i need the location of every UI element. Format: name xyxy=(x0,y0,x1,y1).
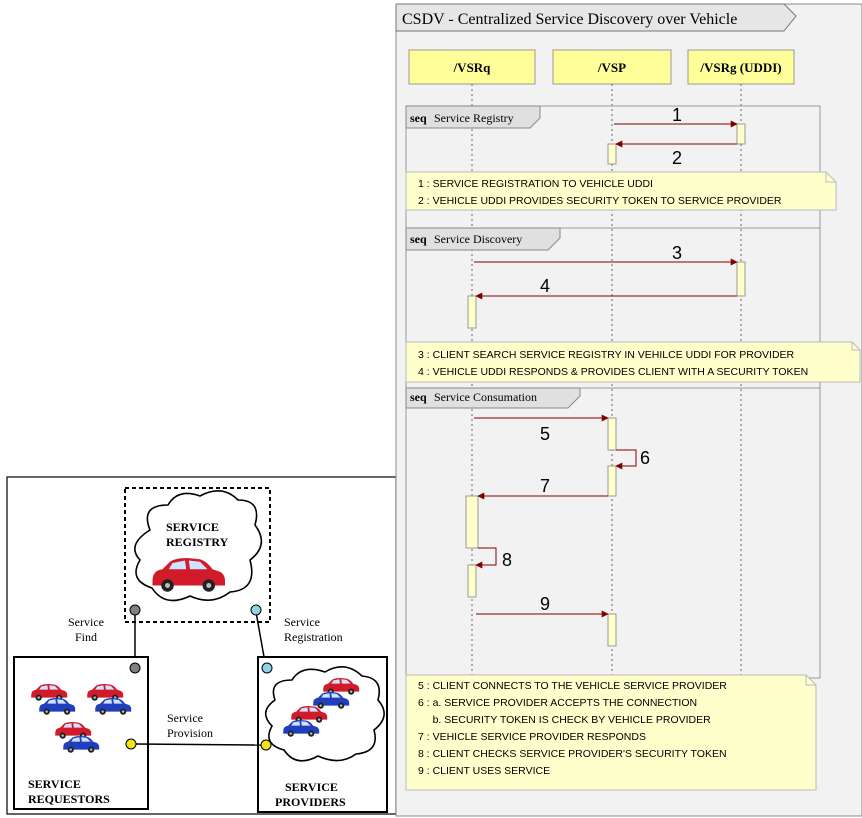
service-find-label-line1: Service xyxy=(68,615,104,629)
note-registry-corner xyxy=(825,172,836,183)
note-registry-line2: 2 : VEHICLE UDDI PROVIDES SECURITY TOKEN… xyxy=(418,195,782,207)
message-number-1: 1 xyxy=(672,105,682,125)
note-registry-line1: 1 : SERVICE REGISTRATION TO VEHICLE UDDI xyxy=(418,178,653,190)
note-discovery xyxy=(405,341,861,383)
sequence-frame-tab xyxy=(395,3,797,32)
lifeline-head-vsp xyxy=(552,49,672,85)
activation-vsrq-7 xyxy=(465,495,479,549)
fragment-keyword-registry: seq xyxy=(410,111,427,125)
note-consumation-line1: 5 : CLIENT CONNECTS TO THE VEHICLE SERVI… xyxy=(418,680,727,692)
message-number-9: 9 xyxy=(540,594,550,614)
note-consumation-line2: 6 : a. SERVICE PROVIDER ACCEPTS THE CONN… xyxy=(418,697,697,709)
service-registration-label-line1: Service xyxy=(284,615,320,629)
service-provision-label-line2: Provision xyxy=(167,726,213,740)
note-discovery-corner xyxy=(851,342,860,351)
message-number-2: 2 xyxy=(672,148,682,168)
requestors-label-line1: SERVICE xyxy=(28,777,81,791)
note-consumation-line3: b. SECURITY TOKEN IS CHECK BY VEHICLE PR… xyxy=(418,714,711,726)
activation-vsp-6 xyxy=(607,465,617,497)
service-provision-label-line1: Service xyxy=(167,711,203,725)
activation-vsrq-4 xyxy=(467,295,477,329)
activation-vsrq-8 xyxy=(467,564,477,598)
fragment-keyword-discovery: seq xyxy=(410,232,427,246)
service-registration-label-line2: Registration xyxy=(284,630,343,644)
message-number-6: 6 xyxy=(640,448,650,468)
activation-vsp-2 xyxy=(607,143,617,165)
message-number-3: 3 xyxy=(672,243,682,263)
lifeline-head-vsrq xyxy=(408,49,536,85)
lifeline-label-vsp: /VSP xyxy=(597,60,626,75)
message-arrow-8 xyxy=(475,547,497,569)
registry-label-line1: SERVICE xyxy=(166,520,219,534)
registry-dashed-box xyxy=(124,487,271,623)
activation-vsrg-1 xyxy=(736,123,746,145)
requestors-provision-connector xyxy=(125,738,137,750)
registry-registration-connector xyxy=(250,604,262,616)
fragment-tab-discovery xyxy=(405,227,561,251)
sequence-frame-title: CSDV - Centralized Service Discovery ove… xyxy=(402,11,737,28)
fragment-keyword-consumation: seq xyxy=(410,390,427,404)
lifeline-label-vsrg: /VSRg (UDDI) xyxy=(699,60,781,75)
activation-vsrg-3 xyxy=(736,261,746,297)
providers-registration-connector xyxy=(261,662,273,674)
lifeline-label-vsrq: /VSRq xyxy=(453,60,492,75)
requestors-find-connector xyxy=(129,662,141,674)
activation-vsp-9 xyxy=(607,613,617,647)
message-number-4: 4 xyxy=(540,276,550,296)
note-consumation-line5: 8 : CLIENT CHECKS SERVICE PROVIDER'S SEC… xyxy=(418,748,727,760)
fragment-tab-consumation xyxy=(405,387,581,409)
note-consumation-line4: 7 : VEHICLE SERVICE PROVIDER RESPONDS xyxy=(418,731,646,743)
soa-diagram: SERVICE REGISTRY Service Find Service Re… xyxy=(6,476,397,815)
lifeline-head-vsrg xyxy=(687,49,795,85)
fragment-name-registry: Service Registry xyxy=(434,111,514,125)
activation-vsp-5 xyxy=(607,417,617,451)
note-consumation xyxy=(405,674,817,791)
providers-label-line2: PROVIDERS xyxy=(275,795,346,809)
fragment-name-consumation: Service Consumation xyxy=(434,390,537,404)
note-consumation-corner xyxy=(805,675,816,686)
service-provision-line xyxy=(135,743,262,746)
requestors-label-line2: REQUESTORS xyxy=(28,792,110,806)
sequence-diagram: CSDV - Centralized Service Discovery ove… xyxy=(395,3,862,817)
registry-label-line2: REGISTRY xyxy=(166,535,229,549)
note-registry xyxy=(405,171,837,211)
service-find-label-line2: Find xyxy=(75,630,97,644)
note-consumation-line6: 9 : CLIENT USES SERVICE xyxy=(418,765,550,777)
message-arrow-6 xyxy=(615,449,637,470)
message-number-5: 5 xyxy=(540,424,550,444)
note-discovery-line1: 3 : CLIENT SEARCH SERVICE REGISTRY IN VE… xyxy=(418,349,795,361)
registry-find-connector xyxy=(129,604,141,616)
message-number-8: 8 xyxy=(502,550,512,570)
fragment-name-discovery: Service Discovery xyxy=(434,232,522,246)
providers-label-line1: SERVICE xyxy=(285,780,338,794)
fragment-tab-registry xyxy=(405,105,541,129)
message-number-7: 7 xyxy=(540,476,550,496)
note-discovery-line2: 4 : VEHICLE UDDI RESPONDS & PROVIDES CLI… xyxy=(418,366,808,378)
